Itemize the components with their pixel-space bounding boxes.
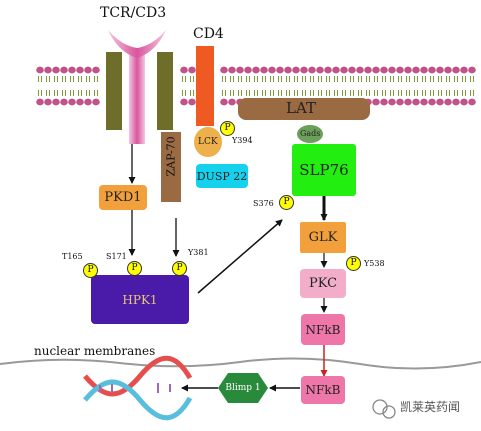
lat-box xyxy=(238,98,370,120)
slp76-label: SLP76 xyxy=(299,160,349,179)
nfkb-nucleus-box: NFkB xyxy=(301,376,345,404)
lck-label: LCK xyxy=(198,137,218,147)
lck-ellipse xyxy=(194,127,222,157)
s171-label: S171 xyxy=(106,252,127,261)
y381-label: Y381 xyxy=(188,248,209,257)
y538-label: Y538 xyxy=(364,259,385,268)
slp76-box: SLP76 xyxy=(292,144,356,196)
gads-ellipse xyxy=(297,125,323,143)
dusp22-label: DUSP 22 xyxy=(196,169,248,183)
wechat-logo-icon xyxy=(372,399,396,419)
hpk1-box: HPK1 xyxy=(91,275,189,324)
nuclear-membranes-label: nuclear membranes xyxy=(34,344,156,358)
glk-label: GLK xyxy=(308,230,338,245)
pkd1-label: PKD1 xyxy=(104,190,142,205)
blimp1-hexagon xyxy=(218,373,268,403)
tcr-cd3-label: TCR/CD3 xyxy=(100,5,167,21)
lat-label: LAT xyxy=(286,99,316,117)
pkc-box: PKC xyxy=(300,269,346,298)
zap70-label: ZAP-70 xyxy=(164,136,178,177)
hpk1-label: HPK1 xyxy=(122,292,158,307)
watermark-text: 凯莱英药闻 xyxy=(400,400,461,414)
nuclear-membrane-line xyxy=(0,357,481,370)
t165-label: T165 xyxy=(62,252,83,261)
blimp1-label: Blimp 1 xyxy=(225,382,261,393)
phospho-hpk1-s171: P xyxy=(127,261,142,276)
phospho-pkc: P xyxy=(346,256,361,271)
gads-label: Gads xyxy=(300,129,321,138)
nfkb-cytoplasm-box: NFkB xyxy=(301,314,345,345)
pkd1-box: PKD1 xyxy=(99,185,147,210)
arrow-hpk1-to-slp76 xyxy=(197,219,283,294)
phospho-hpk1-t165: P xyxy=(83,263,98,278)
glk-box: GLK xyxy=(300,222,346,253)
nfkb-nucleus-label: NFkB xyxy=(305,383,341,397)
pkc-label: PKC xyxy=(308,276,338,291)
s376-label: S376 xyxy=(253,199,274,208)
phospho-slp76: P xyxy=(279,195,294,210)
nfkb-cytoplasm-label: NFkB xyxy=(305,322,341,337)
y394-label: Y394 xyxy=(232,136,253,145)
phospho-lck: P xyxy=(220,121,235,136)
zap70-box xyxy=(161,132,181,202)
cd4-label: CD4 xyxy=(193,26,224,42)
dna-helix-icon xyxy=(83,355,193,421)
cd4-bar xyxy=(196,46,214,126)
blimp1-label-box: Blimp 1 xyxy=(220,379,266,397)
tcr-cd3-receptor xyxy=(106,30,173,144)
phospho-hpk1-y381: P xyxy=(172,261,187,276)
dusp22-box: DUSP 22 xyxy=(196,164,248,188)
